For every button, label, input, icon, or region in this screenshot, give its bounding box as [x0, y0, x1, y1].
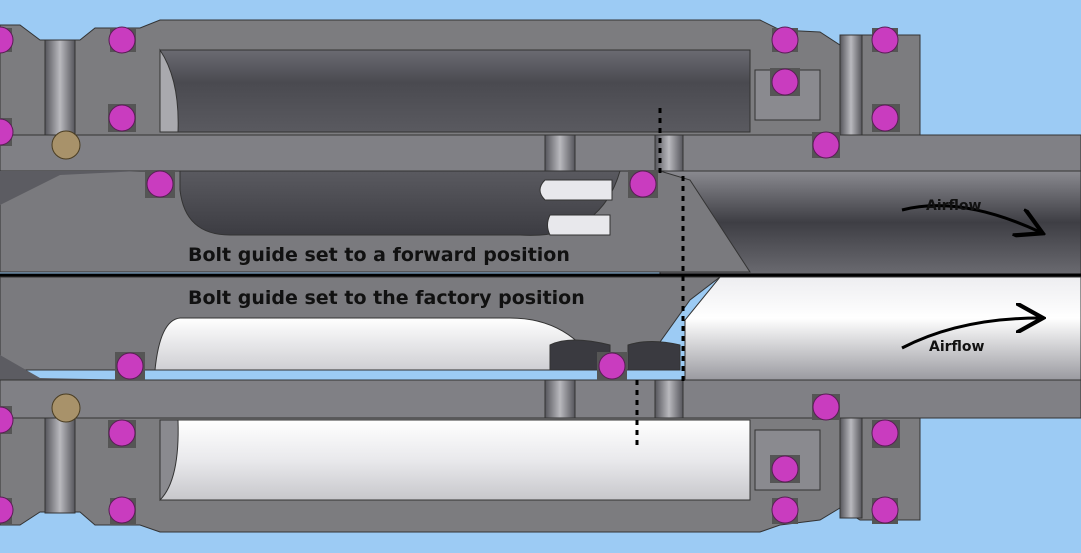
label-forward-position: Bolt guide set to a forward position [188, 244, 570, 266]
oring-icon [628, 170, 658, 198]
oring-icon [597, 352, 627, 380]
oring-icon [871, 104, 900, 132]
oring-icon [108, 496, 136, 524]
top-assembly [0, 19, 1081, 275]
oring-icon [108, 104, 136, 132]
oring-icon [770, 68, 800, 96]
oring-icon [812, 131, 840, 159]
oring-icon [0, 26, 14, 54]
oring-icon [108, 419, 136, 448]
label-airflow-bottom: Airflow [929, 339, 985, 355]
oring-icon [871, 496, 899, 524]
oring-icon [871, 419, 900, 448]
oring-icon [145, 170, 175, 198]
oring-icon [108, 26, 136, 54]
oring-icon [0, 406, 14, 434]
oring-icon [770, 455, 800, 483]
airflow-arrow-icon [901, 318, 1040, 350]
oring-icon [0, 496, 14, 524]
oring-icon [812, 393, 840, 421]
bottom-assembly [0, 276, 1081, 533]
ball-detent-icon [51, 130, 81, 160]
label-factory-position: Bolt guide set to the factory position [188, 287, 585, 309]
oring-icon [771, 26, 799, 54]
label-airflow-top: Airflow [926, 198, 982, 214]
airflow-arrow-icon [901, 204, 1040, 232]
oring-icon [0, 118, 14, 146]
oring-icon [115, 352, 145, 380]
oring-icon [771, 496, 799, 524]
ball-detent-icon [51, 393, 81, 423]
oring-icon [871, 26, 899, 54]
o-rings [0, 26, 900, 524]
